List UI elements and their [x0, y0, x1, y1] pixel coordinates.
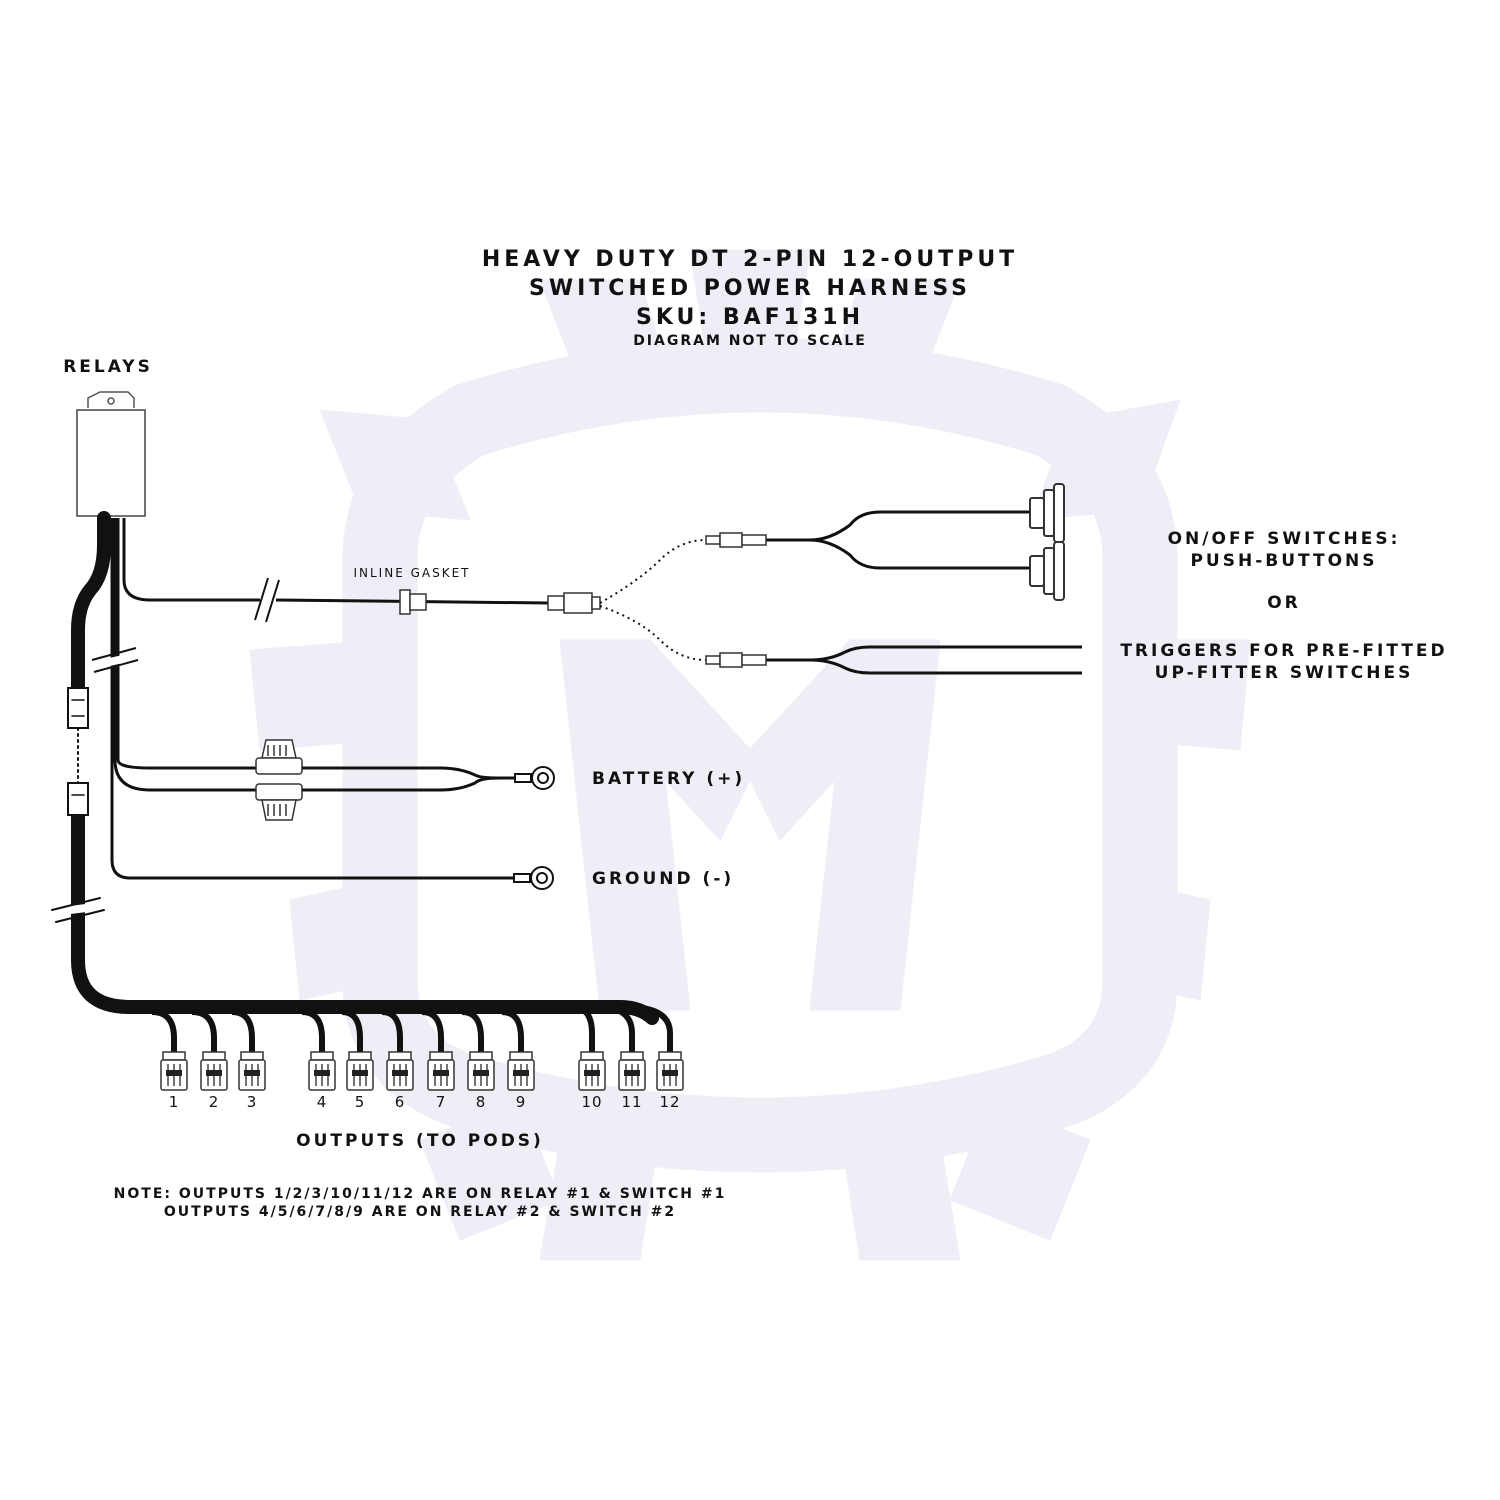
output-branch-3	[231, 1009, 255, 1056]
output-number-8: 8	[476, 1093, 487, 1111]
outputs-label: OUTPUTS (TO PODS)	[296, 1131, 544, 1151]
output-number-3: 3	[247, 1093, 258, 1111]
inline-gasket-label: INLINE GASKET	[353, 566, 470, 580]
output-connector-10	[578, 1051, 606, 1091]
note-line-1: NOTE: OUTPUTS 1/2/3/10/11/12 ARE ON RELA…	[114, 1186, 727, 1202]
output-number-1: 1	[169, 1093, 180, 1111]
title-line-2: SWITCHED POWER HARNESS	[529, 276, 971, 301]
output-number-7: 7	[436, 1093, 447, 1111]
fuse-holder-1	[255, 739, 303, 775]
title-line-4: DIAGRAM NOT TO SCALE	[633, 333, 867, 349]
output-connector-6	[386, 1051, 414, 1091]
output-branch-2	[191, 1009, 217, 1056]
output-connector-8	[467, 1051, 495, 1091]
output-branch-9	[501, 1009, 524, 1056]
output-connector-9	[507, 1051, 535, 1091]
trigger-connector	[705, 652, 767, 668]
title-line-1: HEAVY DUTY DT 2-PIN 12-OUTPUT	[482, 247, 1018, 272]
inline-gasket	[399, 589, 427, 615]
output-number-2: 2	[209, 1093, 220, 1111]
switch-dotted-split	[599, 539, 707, 661]
relay-box	[76, 391, 146, 517]
battery-ring-terminal	[514, 766, 555, 790]
output-connectors	[160, 1051, 684, 1091]
push-button-connector	[705, 532, 767, 548]
output-number-12: 12	[659, 1093, 680, 1111]
watermark-logo	[249, 249, 1251, 1261]
output-branch-6	[381, 1009, 403, 1056]
output-trunk-cable	[50, 511, 659, 1025]
output-branch-8	[461, 1009, 484, 1056]
push-button-branch	[766, 510, 1030, 570]
switches-label-2: PUSH-BUTTONS	[1190, 551, 1377, 571]
note-line-2: OUTPUTS 4/5/6/7/8/9 ARE ON RELAY #2 & SW…	[164, 1204, 676, 1220]
relay-wire-bundle	[91, 518, 530, 880]
ground-label: GROUND (-)	[592, 869, 734, 889]
battery-lead	[302, 766, 530, 792]
output-number-10: 10	[581, 1093, 602, 1111]
output-branch-12	[625, 1004, 673, 1056]
output-branch-11	[597, 1004, 635, 1056]
output-branch-4	[301, 1009, 325, 1056]
output-branch-10	[571, 1004, 595, 1056]
output-number-6: 6	[395, 1093, 406, 1111]
output-connector-11	[618, 1051, 646, 1091]
switch-lead-connector	[547, 592, 601, 614]
output-branch-5	[341, 1009, 363, 1056]
output-number-4: 4	[317, 1093, 328, 1111]
triggers-label-2: UP-FITTER SWITCHES	[1155, 663, 1414, 683]
output-connector-3	[238, 1051, 266, 1091]
output-connector-2	[200, 1051, 228, 1091]
output-branches	[151, 1004, 673, 1056]
battery-label: BATTERY (+)	[592, 769, 745, 789]
output-branch-7	[421, 1009, 444, 1056]
trigger-branch	[766, 645, 1082, 675]
output-connector-12	[656, 1051, 684, 1091]
switches-label-1: ON/OFF SWITCHES:	[1168, 529, 1401, 549]
or-label: OR	[1267, 593, 1301, 613]
output-connector-5	[346, 1051, 374, 1091]
fuse-holder-2	[255, 783, 303, 821]
output-branch-1	[151, 1009, 177, 1056]
relays-label: RELAYS	[63, 357, 153, 377]
output-connector-7	[427, 1051, 455, 1091]
output-connector-4	[308, 1051, 336, 1091]
triggers-label-1: TRIGGERS FOR PRE-FITTED	[1120, 641, 1447, 661]
output-number-9: 9	[516, 1093, 527, 1111]
output-number-11: 11	[621, 1093, 642, 1111]
push-button-switch-2	[1029, 541, 1065, 601]
title-line-3: SKU: BAF131H	[636, 305, 864, 330]
push-button-switch-1	[1029, 483, 1065, 543]
ground-ring-terminal	[513, 866, 554, 890]
output-number-5: 5	[355, 1093, 366, 1111]
output-connector-1	[160, 1051, 188, 1091]
